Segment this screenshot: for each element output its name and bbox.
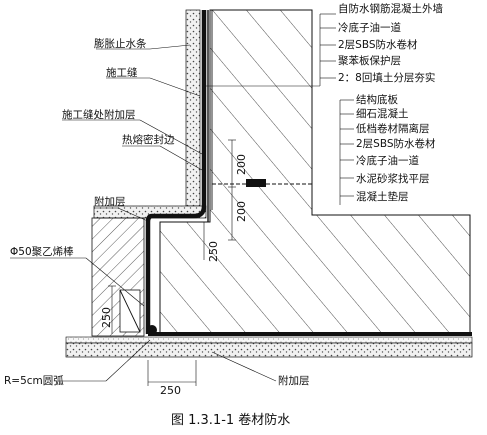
sbs-membrane-wall — [145, 10, 207, 334]
label-hot-melt-seal: 热熔密封边 — [122, 133, 175, 146]
leveling-layer — [65, 336, 473, 344]
label-fine-aggregate-concrete: 细石混凝土 — [356, 107, 409, 120]
dim-250-vertical: 250 — [207, 241, 220, 262]
concrete-wall-and-slab — [159, 9, 471, 334]
label-waterproof-concrete-wall: 自防水钢筋混凝土外墙 — [338, 2, 443, 15]
label-swelling-waterstop: 膨胀止水条 — [94, 37, 147, 50]
label-structural-slab: 结构底板 — [356, 93, 398, 106]
label-sbs-membrane-2: 2层SBS防水卷材 — [356, 137, 436, 150]
concrete-cushion — [65, 342, 473, 358]
dim-250-bottom: 250 — [160, 384, 181, 397]
label-cold-primer-2: 冷底子油一道 — [356, 154, 419, 167]
dim-250-left: 250 — [100, 307, 113, 328]
dim-200-lower: 200 — [235, 201, 248, 222]
label-cold-primer-1: 冷底子油一道 — [338, 21, 401, 34]
label-backfill: 2：8回填土分层夯实 — [338, 71, 435, 84]
label-construction-joint: 施工缝 — [106, 66, 138, 79]
right-leader-lines — [206, 13, 354, 205]
label-concrete-cushion: 混凝土垫层 — [356, 190, 409, 203]
label-sbs-membrane-1: 2层SBS防水卷材 — [338, 38, 418, 51]
label-additional-layer-bottom: 附加层 — [278, 374, 310, 387]
label-radius-arc: R=5cm圆弧 — [4, 374, 64, 387]
label-additional-layer-left: 附加层 — [94, 195, 126, 208]
label-eps-protection: 聚苯板保护层 — [338, 54, 401, 67]
left-leader-lines — [10, 44, 277, 382]
dim-200-upper: 200 — [235, 154, 248, 175]
protective-board-layer — [185, 9, 201, 207]
label-pe-rod: Φ50聚乙烯棒 — [10, 245, 74, 258]
label-leveling-layer: 水泥砂浆找平层 — [356, 172, 430, 185]
label-joint-additional-layer: 施工缝处附加层 — [62, 108, 136, 121]
pe-rod — [147, 325, 157, 335]
label-isolation-layer: 低档卷材隔离层 — [356, 122, 430, 135]
construction-joint-marker — [246, 179, 266, 187]
figure-caption: 图 1.3.1-1 卷材防水 — [171, 412, 290, 428]
